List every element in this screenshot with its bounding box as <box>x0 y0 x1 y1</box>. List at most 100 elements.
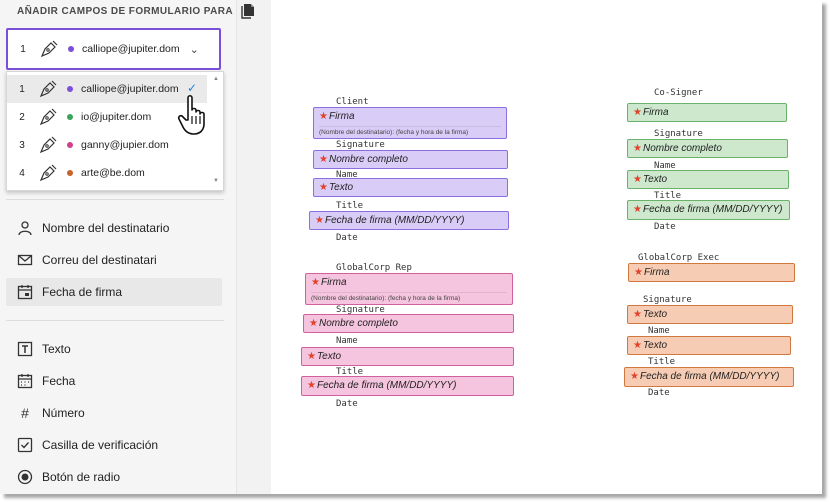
field-label: Texto <box>42 342 71 356</box>
calendar-icon <box>16 283 34 301</box>
scroll-up-icon[interactable]: ▲ <box>213 76 219 82</box>
recipient-option-3[interactable]: 3 ganny@jupier.dom <box>7 131 207 159</box>
field-text: Fecha de firma (MM/DD/YYYY) <box>639 371 780 382</box>
cosigner-title-field[interactable]: ★Texto <box>627 170 789 189</box>
chevron-down-icon[interactable]: ⌄ <box>189 43 199 56</box>
option-number: 1 <box>19 83 25 95</box>
recipient-color-dot <box>67 170 73 176</box>
exec-texto2-field[interactable]: ★Texto <box>627 336 791 355</box>
label-title: Title <box>654 191 682 201</box>
field-text: Fecha de firma (MM/DD/YYYY) <box>316 380 457 391</box>
option-email: arte@be.dom <box>81 167 145 179</box>
checkmark-icon: ✓ <box>187 81 198 95</box>
exec-date-field[interactable]: ★Fecha de firma (MM/DD/YYYY) <box>624 367 794 387</box>
cosigner-signature-field[interactable]: ★Firma <box>627 103 787 122</box>
field-radio[interactable]: Botón de radio <box>6 463 222 491</box>
field-recipient-name[interactable]: Nombre del destinatario <box>6 214 222 242</box>
cosigner-fullname-field[interactable]: ★Nombre completo <box>627 139 788 158</box>
pen-icon <box>38 38 60 60</box>
label-title: Title <box>336 367 364 377</box>
label-date: Date <box>336 233 358 243</box>
field-text: Texto <box>316 351 342 362</box>
option-email: ganny@jupier.dom <box>81 139 169 151</box>
label-globalcorp-exec: GlobalCorp Exec <box>638 253 720 263</box>
hash-icon: # <box>21 405 29 421</box>
field-date[interactable]: Fecha <box>6 367 222 395</box>
pen-icon <box>37 78 59 100</box>
field-text: Fecha de firma (MM/DD/YYYY) <box>642 204 783 215</box>
field-label: Nombre del destinatario <box>42 221 170 235</box>
recipient-option-1[interactable]: 1 calliope@jupiter.dom ✓ <box>7 75 207 103</box>
sidebar-title: AÑADIR CAMPOS DE FORMULARIO PARA <box>17 6 233 17</box>
exec-signature-field[interactable]: ★Firma <box>628 263 795 282</box>
divider <box>6 320 224 321</box>
label-title: Title <box>336 201 364 211</box>
field-subtext: (Nombre del destinatario): (fecha y hora… <box>319 126 501 136</box>
document-canvas: Client ★Firma (Nombre del destinatario):… <box>271 0 822 494</box>
envelope-icon <box>16 251 34 269</box>
recipient-email: calliope@jupiter.dom <box>82 43 180 55</box>
label-name: Name <box>336 170 358 180</box>
recipient-color-dot <box>67 142 73 148</box>
field-text: Nombre completo <box>318 318 398 329</box>
label-name: Name <box>336 336 358 346</box>
recipient-color-dot <box>67 86 73 92</box>
recipient-option-2[interactable]: 2 io@jupiter.dom <box>7 103 207 131</box>
field-text: Texto <box>642 174 668 185</box>
label-name: Name <box>654 161 676 171</box>
recipient-number: 1 <box>20 43 26 55</box>
document-icon[interactable] <box>240 3 256 24</box>
exec-texto1-field[interactable]: ★Texto <box>627 305 793 324</box>
recipient-option-4[interactable]: 4 arte@be.dom <box>7 159 207 187</box>
field-checkbox[interactable]: Casilla de verificación <box>6 431 222 459</box>
field-number[interactable]: # Número <box>6 399 222 427</box>
field-text: Nombre completo <box>328 154 408 165</box>
label-date: Date <box>648 388 670 398</box>
option-email: calliope@jupiter.dom <box>81 83 179 95</box>
client-signature-field[interactable]: ★Firma (Nombre del destinatario): (fecha… <box>313 107 507 139</box>
calendar-grid-icon <box>16 372 34 390</box>
page-thumbnail-gutter <box>236 0 271 494</box>
recipient-select[interactable]: 1 calliope@jupiter.dom ⌄ <box>6 28 221 70</box>
label-cosigner: Co-Signer <box>654 88 703 98</box>
rep-title-field[interactable]: ★Texto <box>301 347 514 366</box>
field-text: Texto <box>328 182 354 193</box>
client-fullname-field[interactable]: ★Nombre completo <box>313 150 508 169</box>
radio-icon <box>16 468 34 486</box>
sidebar: AÑADIR CAMPOS DE FORMULARIO PARA 1 calli… <box>0 0 236 494</box>
field-text: Firma <box>642 107 669 118</box>
field-label: Correu del destinatari <box>42 253 157 267</box>
client-date-field[interactable]: ★Fecha de firma (MM/DD/YYYY) <box>309 211 509 230</box>
checkbox-icon <box>16 436 34 454</box>
field-text: Nombre completo <box>642 143 722 154</box>
field-text: Firma <box>643 267 670 278</box>
hand-cursor-icon <box>176 94 212 141</box>
option-number: 4 <box>19 167 25 179</box>
label-client: Client <box>336 97 369 107</box>
label-signature: Signature <box>336 305 385 315</box>
field-text: Fecha de firma (MM/DD/YYYY) <box>324 215 465 226</box>
rep-signature-field[interactable]: ★Firma (Nombre del destinatario): (fecha… <box>305 273 513 305</box>
field-label: Número <box>42 406 85 420</box>
label-date: Date <box>336 399 358 409</box>
option-number: 3 <box>19 139 25 151</box>
person-icon <box>16 219 34 237</box>
cosigner-date-field[interactable]: ★Fecha de firma (MM/DD/YYYY) <box>627 200 790 220</box>
field-recipient-email[interactable]: Correu del destinatari <box>6 246 222 274</box>
pen-icon <box>37 134 59 156</box>
field-signing-date[interactable]: Fecha de firma <box>6 278 222 306</box>
field-label: Fecha <box>42 374 76 388</box>
dropdown-scrollbar[interactable]: ▲ ▼ <box>209 72 223 190</box>
scroll-down-icon[interactable]: ▼ <box>213 178 219 184</box>
label-signature: Signature <box>336 140 385 150</box>
field-text[interactable]: Texto <box>6 335 222 363</box>
client-title-field[interactable]: ★Texto <box>313 178 508 197</box>
field-subtext: (Nombre del destinatario): (fecha y hora… <box>311 292 507 302</box>
app-window: AÑADIR CAMPOS DE FORMULARIO PARA 1 calli… <box>0 0 822 494</box>
text-field-icon <box>16 340 34 358</box>
rep-date-field[interactable]: ★Fecha de firma (MM/DD/YYYY) <box>301 376 514 396</box>
rep-fullname-field[interactable]: ★Nombre completo <box>303 314 514 333</box>
label-date: Date <box>654 222 676 232</box>
field-label: Botón de radio <box>42 470 121 484</box>
label-title: Title <box>648 357 676 367</box>
